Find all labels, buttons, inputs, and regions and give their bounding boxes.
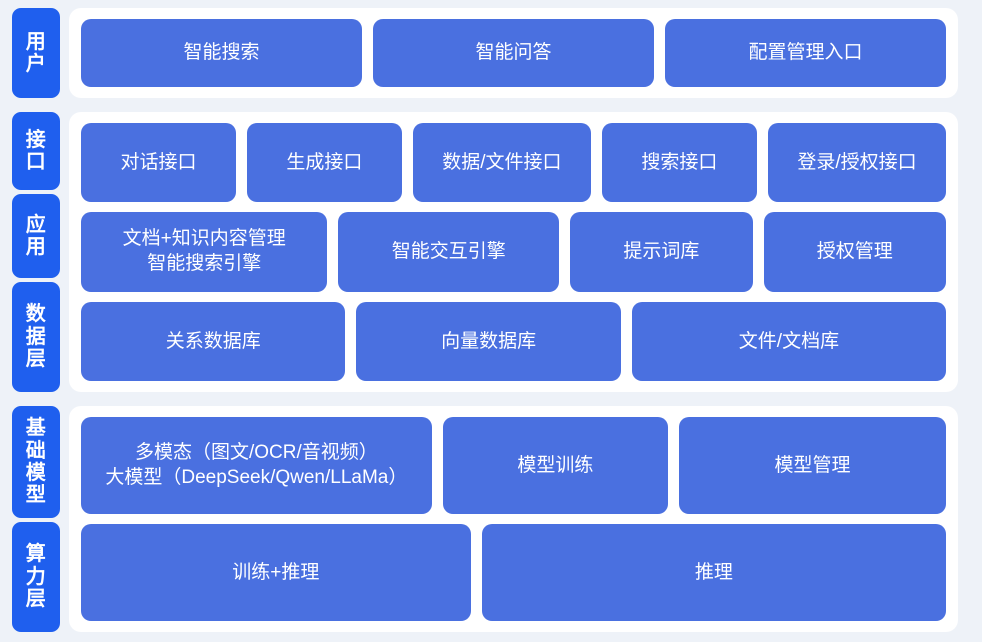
layer-label-application[interactable]: 应 用 bbox=[12, 194, 60, 278]
label-char: 层 bbox=[25, 348, 47, 371]
panel-middle: 对话接口 生成接口 数据/文件接口 搜索接口 登录/授权接口 文档+知识内容管理… bbox=[69, 112, 958, 392]
label-char: 础 bbox=[25, 439, 47, 462]
card-inference[interactable]: 推理 bbox=[481, 524, 946, 621]
card-smart-qa[interactable]: 智能问答 bbox=[373, 19, 654, 87]
layer-label-foundation-model-text: 基 础 模 型 bbox=[26, 417, 47, 507]
card-training-and-inference[interactable]: 训练+推理 bbox=[81, 524, 471, 621]
card-generation-api[interactable]: 生成接口 bbox=[246, 123, 402, 203]
row-users: 智能搜索 智能问答 配置管理入口 bbox=[81, 19, 946, 87]
card-model-training[interactable]: 模型训练 bbox=[442, 417, 668, 514]
label-char: 基 bbox=[25, 417, 47, 440]
panel-users: 智能搜索 智能问答 配置管理入口 bbox=[69, 8, 958, 98]
row-application: 文档+知识内容管理 智能搜索引擎 智能交互引擎 提示词库 授权管理 bbox=[81, 212, 947, 292]
label-column-base: 基 础 模 型 算 力 层 bbox=[12, 406, 60, 632]
label-char: 算 bbox=[25, 543, 47, 566]
label-char: 模 bbox=[25, 462, 47, 484]
label-char: 力 bbox=[25, 565, 47, 588]
label-char: 型 bbox=[25, 484, 47, 507]
label-char: 数 bbox=[25, 303, 47, 326]
card-document-knowledge-management[interactable]: 文档+知识内容管理 智能搜索引擎 bbox=[81, 212, 328, 292]
layer-label-users[interactable]: 用 户 bbox=[12, 8, 60, 98]
row-compute: 训练+推理 推理 bbox=[81, 524, 946, 621]
card-prompt-library[interactable]: 提示词库 bbox=[570, 212, 753, 292]
label-char: 用 bbox=[25, 236, 47, 258]
row-foundation-model: 多模态（图文/OCR/音视频） 大模型（DeepSeek/Qwen/LLaMa）… bbox=[81, 417, 946, 514]
card-data-file-api[interactable]: 数据/文件接口 bbox=[412, 123, 591, 203]
label-char: 户 bbox=[25, 53, 47, 75]
card-authorization-management[interactable]: 授权管理 bbox=[763, 212, 947, 292]
card-search-api[interactable]: 搜索接口 bbox=[601, 123, 757, 203]
layer-label-data[interactable]: 数 据 层 bbox=[12, 282, 60, 392]
layer-label-compute[interactable]: 算 力 层 bbox=[12, 522, 60, 632]
card-smart-interaction-engine[interactable]: 智能交互引擎 bbox=[338, 212, 560, 292]
band-users: 用 户 智能搜索 智能问答 配置管理入口 bbox=[12, 8, 970, 98]
label-column-users: 用 户 bbox=[12, 8, 60, 98]
label-char: 层 bbox=[25, 588, 47, 611]
band-base: 基 础 模 型 算 力 层 多模态（图文/OCR/音视频） 大模型（DeepSe… bbox=[12, 406, 970, 632]
card-model-management[interactable]: 模型管理 bbox=[678, 417, 946, 514]
label-char: 据 bbox=[25, 325, 47, 348]
card-login-auth-api[interactable]: 登录/授权接口 bbox=[767, 123, 946, 203]
layer-label-users-text: 用 户 bbox=[26, 31, 47, 76]
card-config-management-entry[interactable]: 配置管理入口 bbox=[665, 19, 946, 87]
card-file-document-store[interactable]: 文件/文档库 bbox=[631, 301, 946, 381]
layer-label-api[interactable]: 接 口 bbox=[12, 112, 60, 190]
layer-label-compute-text: 算 力 层 bbox=[26, 543, 47, 610]
card-smart-search[interactable]: 智能搜索 bbox=[81, 19, 362, 87]
layer-label-data-text: 数 据 层 bbox=[26, 303, 47, 370]
label-char: 应 bbox=[25, 213, 47, 236]
label-char: 口 bbox=[25, 151, 47, 173]
band-middle: 接 口 应 用 数 据 层 对话接口 生成接口 bbox=[12, 112, 970, 392]
panel-base: 多模态（图文/OCR/音视频） 大模型（DeepSeek/Qwen/LLaMa）… bbox=[69, 406, 958, 632]
card-multimodal-large-model[interactable]: 多模态（图文/OCR/音视频） 大模型（DeepSeek/Qwen/LLaMa） bbox=[81, 417, 432, 514]
layer-label-application-text: 应 用 bbox=[26, 214, 47, 259]
card-dialog-api[interactable]: 对话接口 bbox=[81, 123, 236, 203]
card-relational-database[interactable]: 关系数据库 bbox=[81, 301, 346, 381]
label-char: 用 bbox=[25, 30, 47, 53]
layer-label-foundation-model[interactable]: 基 础 模 型 bbox=[12, 406, 60, 518]
label-column-middle: 接 口 应 用 数 据 层 bbox=[12, 112, 60, 392]
row-api: 对话接口 生成接口 数据/文件接口 搜索接口 登录/授权接口 bbox=[81, 123, 946, 203]
label-char: 接 bbox=[25, 128, 47, 151]
card-vector-database[interactable]: 向量数据库 bbox=[356, 301, 621, 381]
row-data: 关系数据库 向量数据库 文件/文档库 bbox=[81, 301, 946, 381]
layer-label-api-text: 接 口 bbox=[26, 129, 47, 174]
